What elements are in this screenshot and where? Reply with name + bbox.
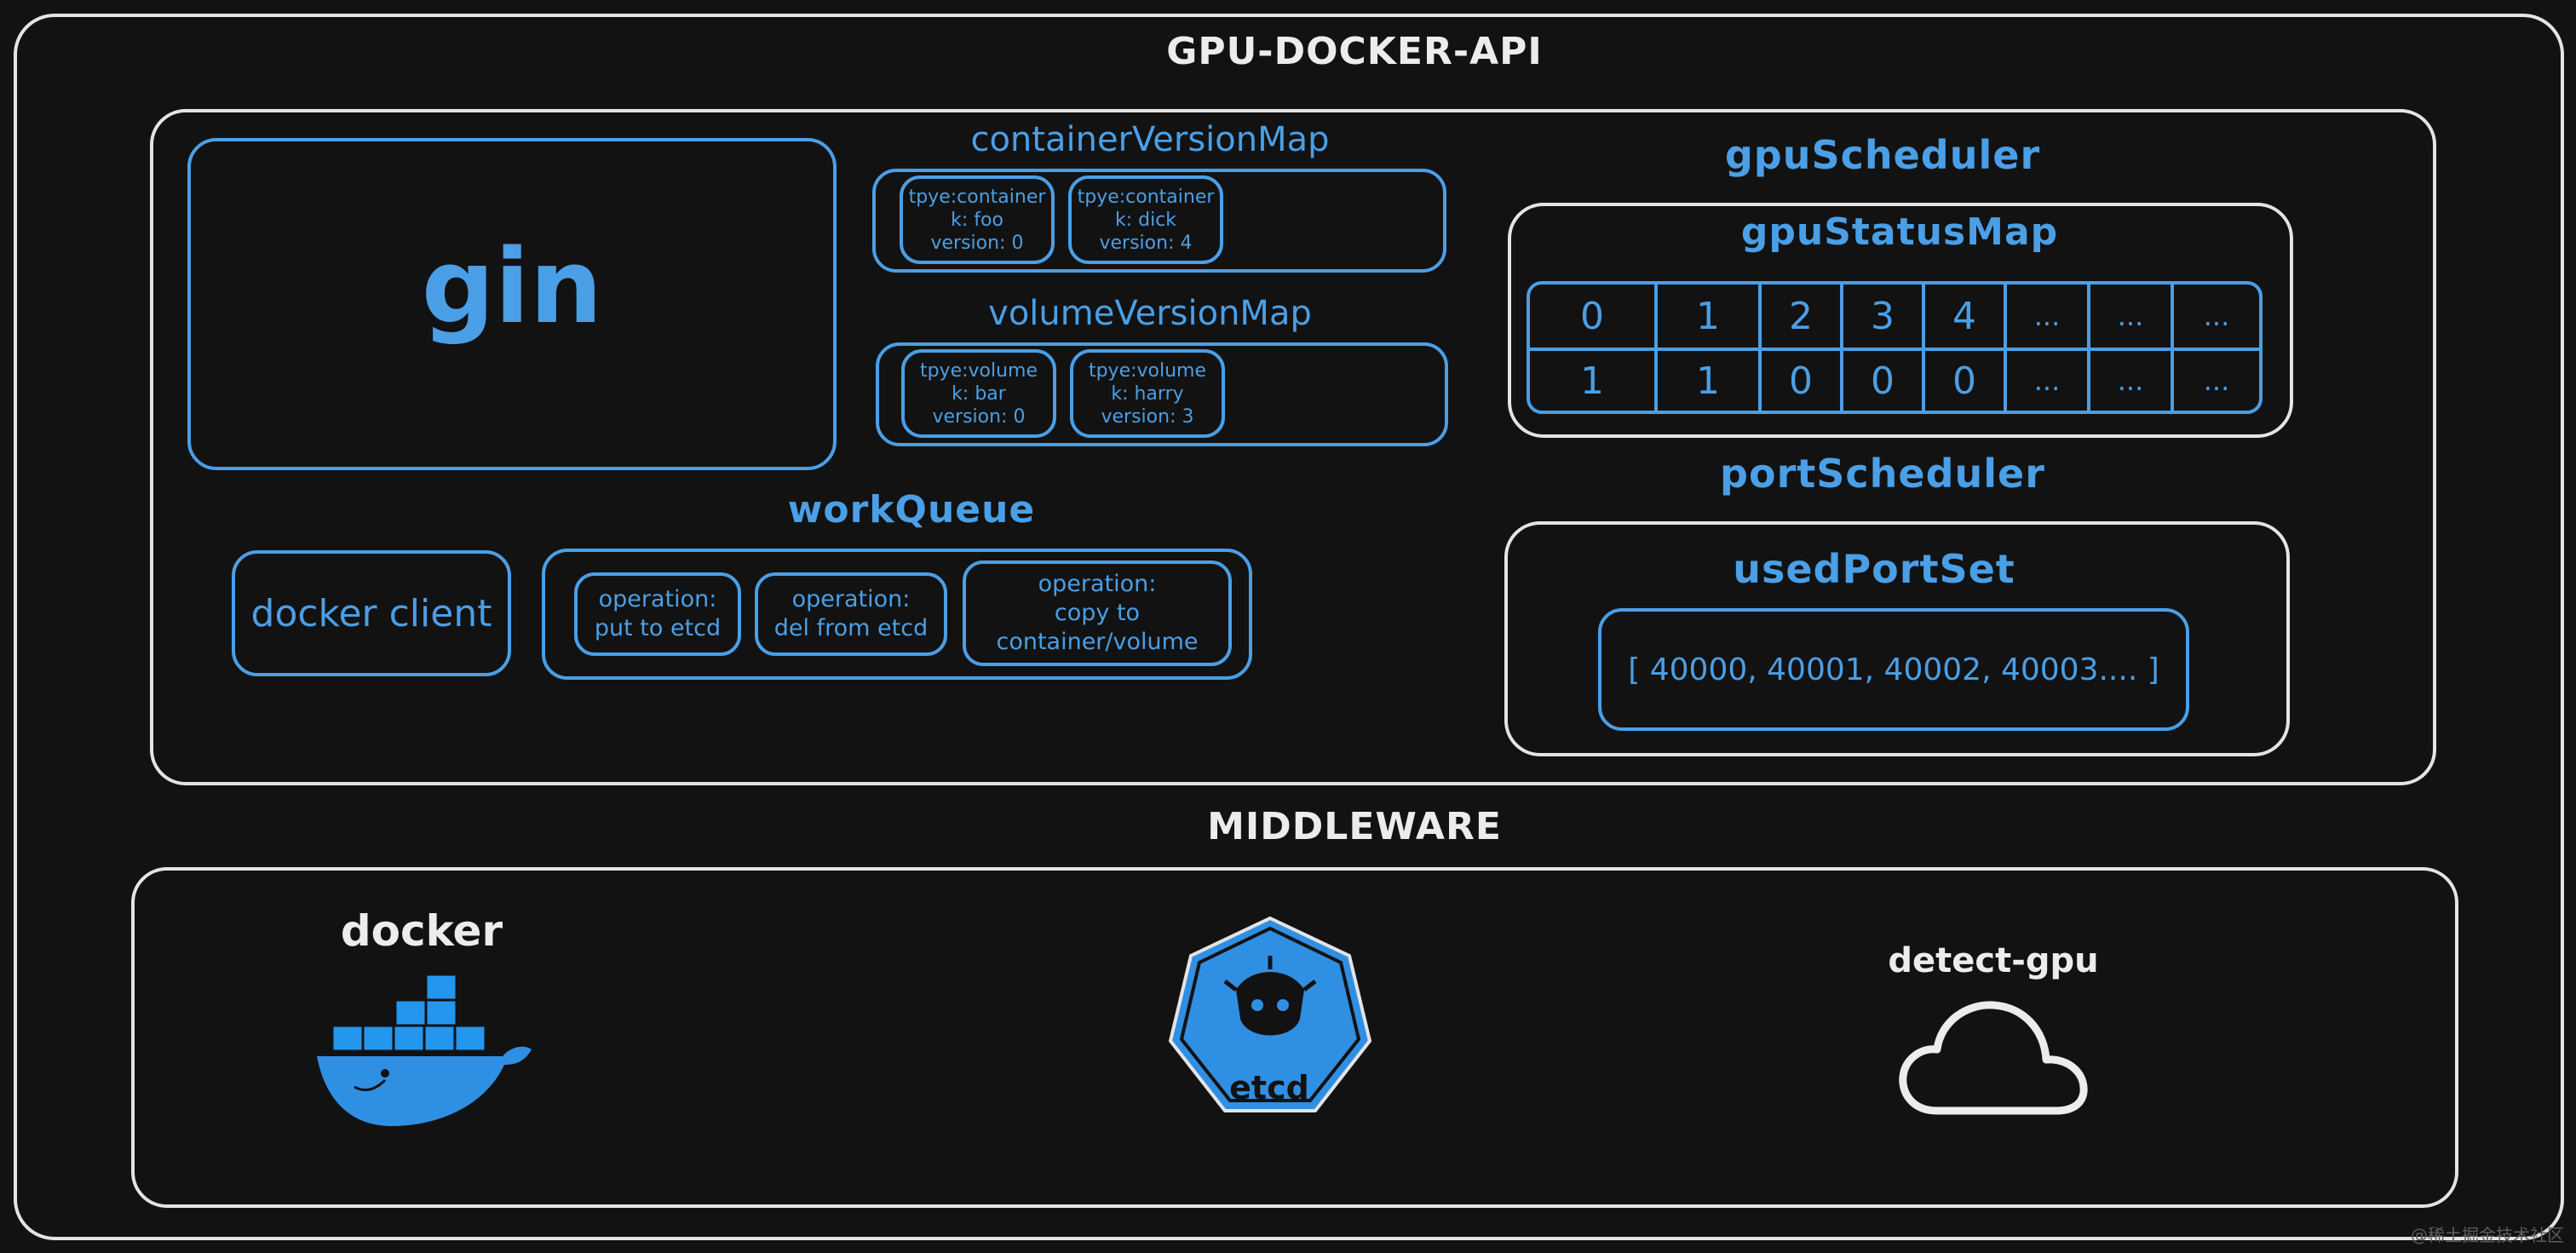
work-queue-operation: operation: del from etcd [755,572,947,656]
operation-title: operation: [598,586,717,612]
volume-map-entry: tpye:volume k: harry version: 3 [1070,349,1225,438]
gpu-status-cell: ... [2117,365,2144,397]
container-map-entry: tpye:container k: dick version: 4 [1068,175,1223,264]
gpu-index-cell: 4 [1952,294,1976,338]
diagram-title: GPU-DOCKER-API [1166,29,1543,73]
used-port-set-label: usedPortSet [1733,546,2015,592]
work-queue-label: workQueue [787,487,1036,532]
gpu-status-cell: 0 [1789,359,1813,403]
gpu-status-map-label: gpuStatusMap [1740,210,2059,254]
gpu-status-map-box [1508,203,2293,438]
entry-version: version: 0 [932,405,1026,428]
detect-gpu-label: detect-gpu [1888,941,2099,980]
gin-box: gin [187,138,837,470]
work-queue-operation: operation: put to etcd [574,572,741,656]
entry-type: tpye:container [1077,186,1215,208]
outer-frame [14,14,2564,1240]
entry-type: tpye:volume [1088,359,1207,382]
gpu-index-cell: ... [2033,300,2061,332]
container-version-map-box [872,169,1446,273]
operation-detail: copy to [1054,600,1141,626]
entry-type: tpye:volume [919,359,1038,382]
work-queue-box [542,549,1252,680]
gpu-index-cell: ... [2117,300,2144,332]
api-frame [150,109,2436,785]
docker-whale-icon [317,973,532,1126]
container-version-map-label: containerVersionMap [970,120,1330,159]
gin-label: gin [421,227,603,347]
etcd-label: etcd [1229,1069,1309,1106]
table-divider [1840,285,1843,411]
entry-key: k: dick [1114,209,1177,231]
table-divider [1530,348,2259,351]
table-divider [1758,285,1762,411]
gpu-index-cell: 0 [1580,294,1604,338]
work-queue-operation: operation: copy to container/volume [963,560,1232,666]
middleware-frame [131,867,2458,1208]
volume-map-entry: tpye:volume k: bar version: 0 [901,349,1056,438]
gpu-status-cell: ... [2033,365,2061,397]
gpu-index-cell: ... [2203,300,2230,332]
gpu-index-cell: 3 [1871,294,1895,338]
used-port-set-box: [ 40000, 40001, 40002, 40003.... ] [1598,608,2189,731]
operation-detail: container/volume [996,629,1199,655]
docker-client-label: docker client [250,591,492,635]
entry-key: k: bar [952,382,1006,405]
docker-client-box: docker client [232,550,511,676]
gpu-index-cell: 2 [1789,294,1813,338]
entry-type: tpye:container [908,186,1046,208]
gpu-status-cell: 1 [1696,359,1720,403]
operation-title: operation: [1038,571,1157,597]
operation-detail: put to etcd [594,615,722,641]
gpu-status-cell: 0 [1952,359,1976,403]
entry-key: k: foo [951,209,1003,231]
gpu-status-cell: 1 [1580,359,1604,403]
entry-version: version: 4 [1099,232,1193,254]
gpu-status-table: 0 1 2 3 4 ... ... ... 1 1 0 0 0 ... ... … [1527,281,2263,414]
gpu-status-cell: ... [2203,365,2230,397]
used-port-set-value: [ 40000, 40001, 40002, 40003.... ] [1628,652,2159,687]
table-divider [1922,285,1925,411]
table-divider [1654,285,1658,411]
docker-label: docker [340,906,503,956]
container-map-entry: tpye:container k: foo version: 0 [900,175,1055,264]
port-scheduler-label: portScheduler [1720,451,2045,497]
etcd-heptagon-icon [1168,916,1372,1112]
table-divider [2004,285,2007,411]
entry-version: version: 3 [1101,405,1194,428]
gpu-index-cell: 1 [1696,294,1720,338]
cloud-icon [1899,1001,2088,1115]
watermark-text: @稀土掘金技术社区 [2411,1225,2564,1245]
volume-version-map-box [876,342,1448,446]
entry-version: version: 0 [930,232,1024,254]
port-scheduler-box [1504,521,2290,756]
operation-title: operation: [791,586,911,612]
middleware-label: MIDDLEWARE [1207,804,1502,848]
table-divider [2171,285,2174,411]
gpu-status-cell: 0 [1871,359,1895,403]
entry-key: k: harry [1111,382,1184,405]
gpu-scheduler-label: gpuScheduler [1724,132,2041,178]
volume-version-map-label: volumeVersionMap [988,294,1312,333]
operation-detail: del from etcd [773,615,929,641]
table-divider [2087,285,2090,411]
